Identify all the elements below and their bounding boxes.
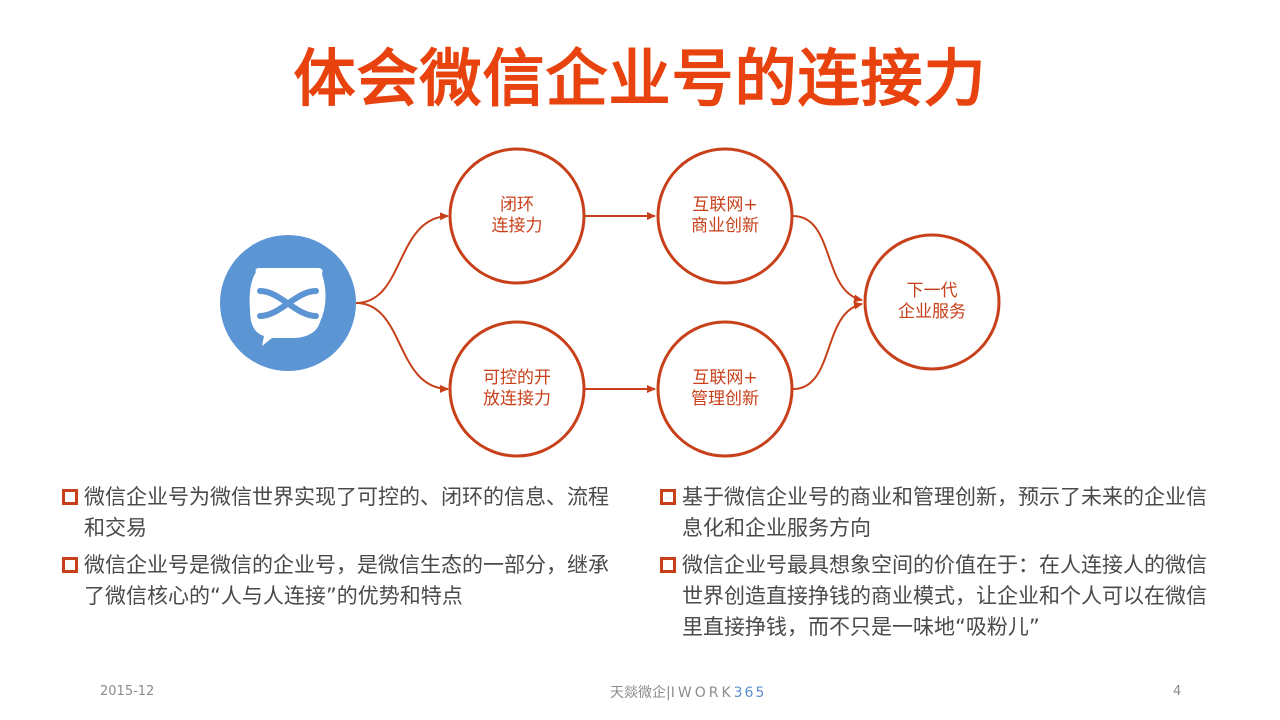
bullets-left: 微信企业号为微信世界实现了可控的、闭环的信息、流程和交易 微信企业号是微信的企业… [60, 482, 615, 618]
node-circles [448, 147, 1001, 458]
bullet-square-icon [62, 557, 78, 573]
node-next-gen-line2: 企业服务 [898, 302, 966, 322]
bullet-text: 基于微信企业号的商业和管理创新，预示了未来的企业信息化和企业服务方向 [682, 485, 1207, 540]
bullet-item: 微信企业号最具想象空间的价值在于：在人连接人的微信世界创造直接挣钱的商业模式，让… [658, 550, 1218, 643]
connectors [355, 212, 863, 393]
node-closed-loop-line2: 连接力 [491, 216, 543, 236]
bullet-text: 微信企业号为微信世界实现了可控的、闭环的信息、流程和交易 [84, 485, 609, 540]
node-next-gen-circle [863, 233, 1001, 371]
node-biz-innovation: 互联网+ 商业创新 [660, 195, 790, 237]
arrow-mgmt-to-next [792, 301, 863, 390]
flow-diagram [220, 147, 1001, 458]
footer-date: 2015-12 [100, 684, 155, 699]
node-biz-innovation-line2: 商业创新 [691, 216, 759, 236]
bullet-text: 微信企业号是微信的企业号，是微信生态的一部分，继承了微信核心的“人与人连接”的优… [84, 553, 609, 608]
node-closed-loop: 闭环 连接力 [452, 195, 582, 237]
bullets-right: 基于微信企业号的商业和管理创新，预示了未来的企业信息化和企业服务方向 微信企业号… [658, 482, 1218, 649]
bullet-item: 微信企业号为微信世界实现了可控的、闭环的信息、流程和交易 [60, 482, 615, 544]
bullet-text: 微信企业号最具想象空间的价值在于：在人连接人的微信世界创造直接挣钱的商业模式，让… [682, 553, 1207, 639]
arrow-logo-to-open-control [355, 302, 449, 393]
wechat-work-bubble-icon [220, 235, 356, 371]
node-biz-innovation-circle [656, 147, 794, 285]
brand-iwork: IWORK [670, 685, 734, 701]
bullet-item: 基于微信企业号的商业和管理创新，预示了未来的企业信息化和企业服务方向 [658, 482, 1218, 544]
node-mgmt-innovation-line1: 互联网+ [692, 368, 758, 388]
brand-cn: 天燚微企 [610, 685, 666, 701]
node-mgmt-innovation-circle [656, 320, 794, 458]
node-open-control-circle [448, 320, 586, 458]
node-open-control-line2: 放连接力 [483, 389, 551, 409]
bullet-square-icon [62, 489, 78, 505]
brand-365: 365 [733, 685, 767, 701]
node-biz-innovation-line1: 互联网+ [692, 195, 758, 215]
node-next-gen: 下一代 企业服务 [867, 281, 997, 323]
node-open-control-line1: 可控的开 [483, 368, 551, 388]
arrow-biz-to-next [792, 215, 863, 303]
node-next-gen-line1: 下一代 [906, 281, 958, 301]
node-closed-loop-circle [448, 147, 586, 285]
page-number: 4 [1173, 684, 1182, 699]
arrow-logo-to-closed-loop [355, 212, 449, 304]
node-mgmt-innovation: 互联网+ 管理创新 [660, 368, 790, 410]
bullet-square-icon [660, 489, 676, 505]
footer-brand: 天燚微企|IWORK365 [610, 682, 766, 702]
node-closed-loop-line1: 闭环 [500, 195, 534, 215]
node-mgmt-innovation-line2: 管理创新 [691, 389, 759, 409]
slide-title: 体会微信企业号的连接力 [293, 42, 987, 115]
brand-separator: | [666, 685, 671, 701]
node-open-control: 可控的开 放连接力 [452, 368, 582, 410]
bullet-square-icon [660, 557, 676, 573]
bullet-item: 微信企业号是微信的企业号，是微信生态的一部分，继承了微信核心的“人与人连接”的优… [60, 550, 615, 612]
